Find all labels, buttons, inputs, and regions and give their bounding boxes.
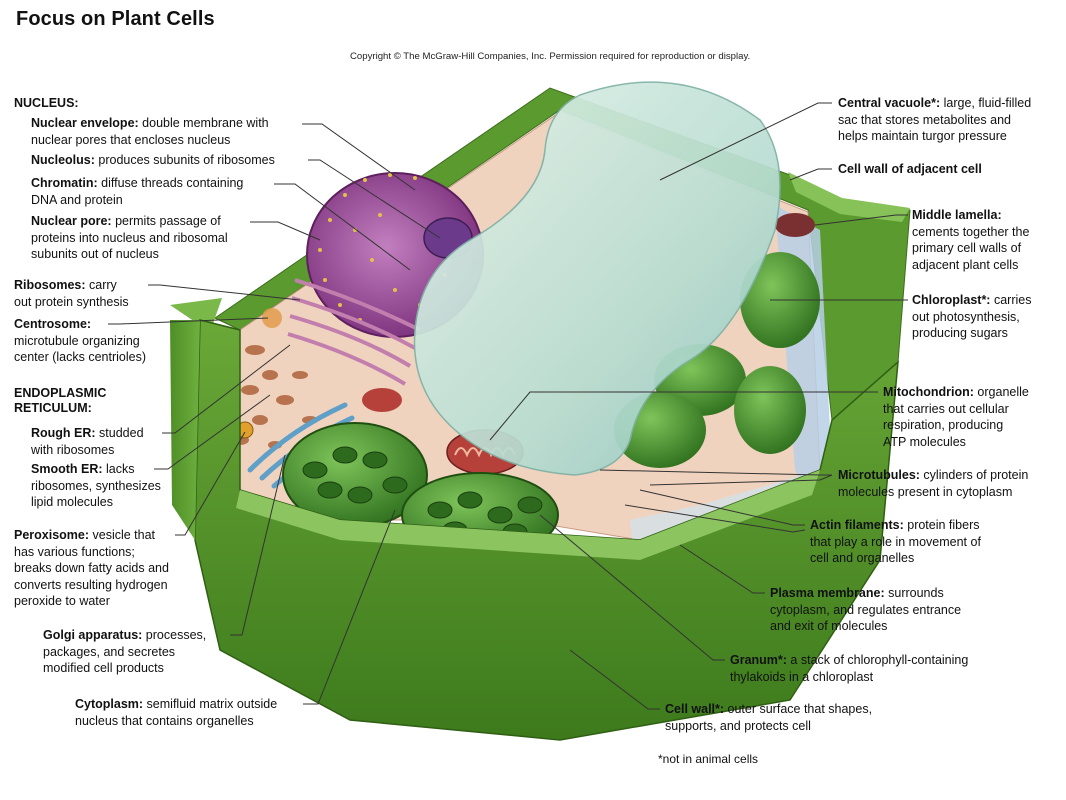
central-vacuole-shape xyxy=(413,81,781,476)
label-cell-wall: Cell wall*: outer surface that shapes,su… xyxy=(665,702,873,733)
label-granum: Granum*: a stack of chlorophyll-containi… xyxy=(730,653,969,684)
page-title: Focus on Plant Cells xyxy=(16,8,215,30)
centrosome-shape xyxy=(262,308,282,328)
er-header-line2: RETICULUM: xyxy=(14,401,92,415)
copyright-notice: Copyright © The McGraw-Hill Companies, I… xyxy=(350,51,751,62)
er-header-line1: ENDOPLASMIC xyxy=(14,386,107,400)
leader-lines xyxy=(108,102,908,710)
rough-er-shape xyxy=(287,278,421,386)
label-golgi: Golgi apparatus: processes,packages, and… xyxy=(43,628,207,675)
label-cell-wall-adjacent: Cell wall of adjacent cell xyxy=(838,162,982,176)
cell-wall-front xyxy=(194,319,899,741)
label-nucleolus: Nucleolus: produces subunits of ribosome… xyxy=(31,153,275,167)
nucleus-header: NUCLEUS: xyxy=(14,96,79,110)
footnote: *not in animal cells xyxy=(658,752,759,766)
middle-lamella-shape xyxy=(775,213,815,237)
